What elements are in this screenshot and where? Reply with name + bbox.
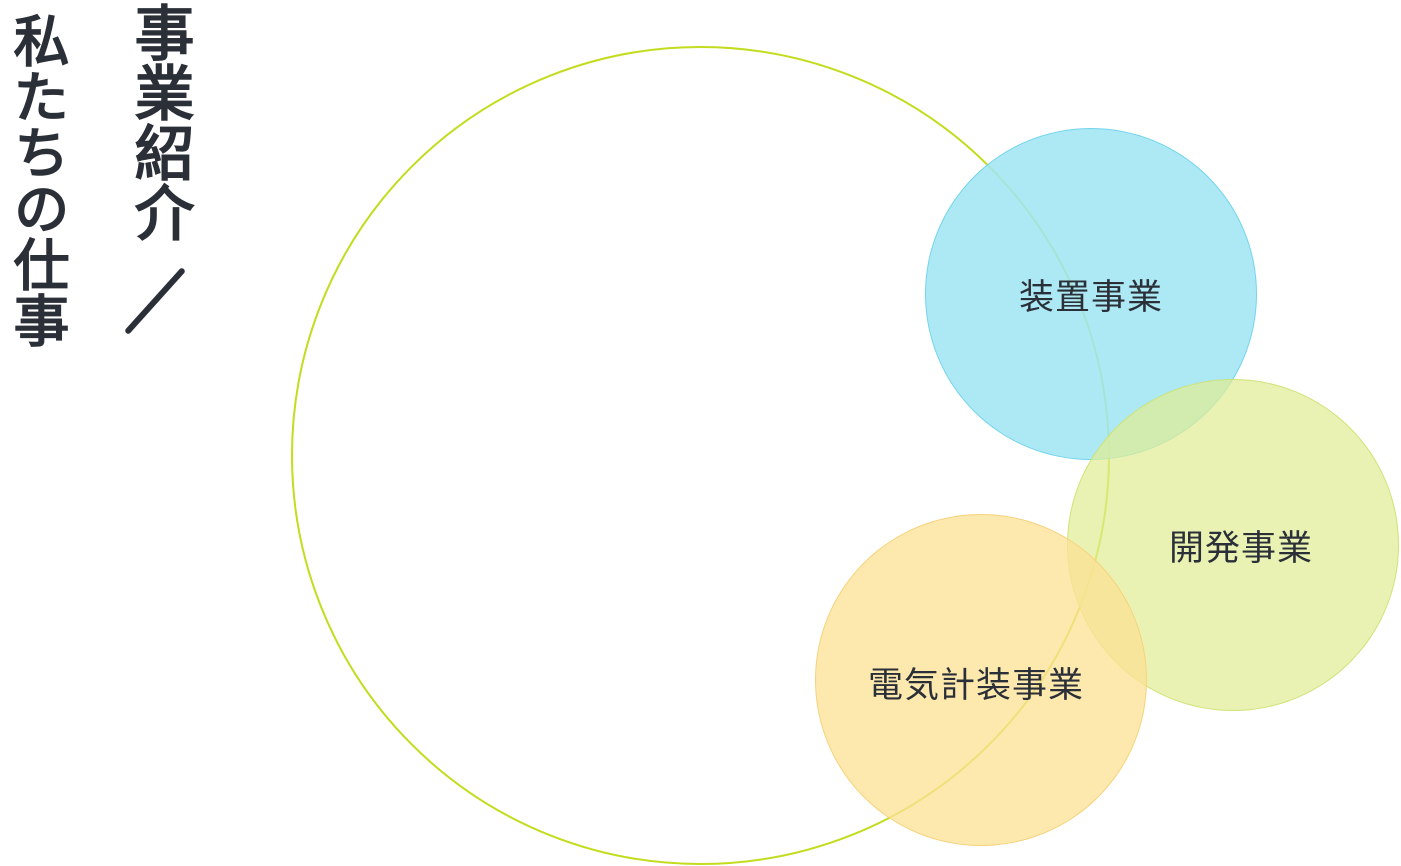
bubble-label: 装置事業: [1018, 277, 1163, 318]
section-subtitle: 事業紹介: [124, 2, 194, 242]
title-slash-divider: [123, 267, 187, 335]
bubble-development-business[interactable]: 開発事業: [1067, 379, 1399, 711]
section-title: 私たちの仕事: [4, 12, 69, 348]
bubble-label: 電気計装事業: [867, 665, 1084, 706]
bubble-label: 開発事業: [1168, 528, 1313, 569]
bubble-electrical-instrumentation-business[interactable]: 電気計装事業: [815, 514, 1147, 846]
